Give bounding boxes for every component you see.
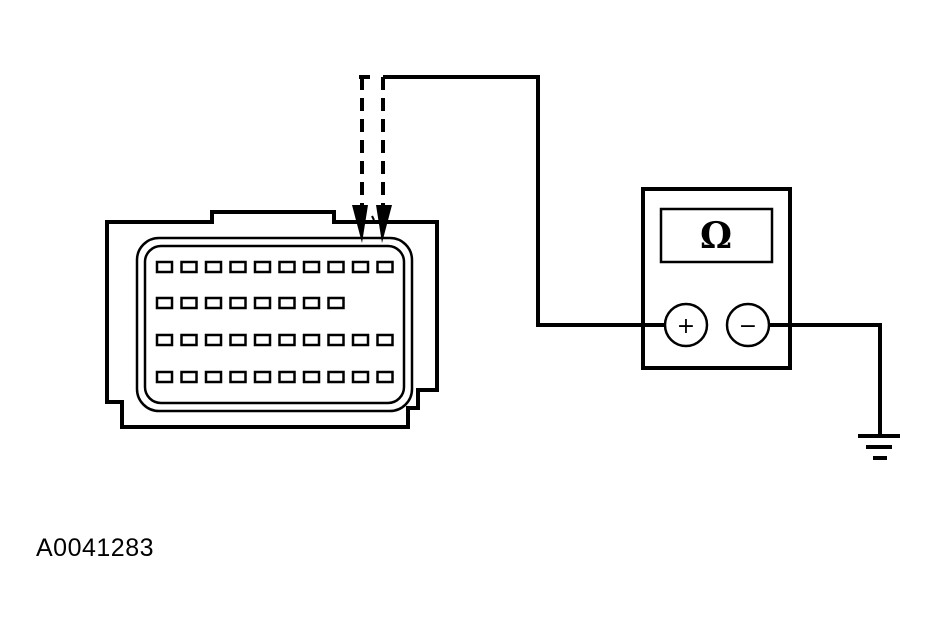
connector-pin [229, 333, 247, 347]
connector-pin [204, 370, 223, 384]
connector-pin [229, 370, 247, 384]
connector-pin [278, 370, 296, 384]
connector-pin [327, 296, 345, 310]
positive-terminal-symbol: + [677, 314, 695, 339]
connector-pin [155, 370, 174, 384]
connector-pin [204, 260, 223, 274]
connector-pin [376, 260, 394, 274]
connector-pin [327, 370, 345, 384]
connector-pin [229, 296, 247, 310]
connector-pin [327, 333, 345, 347]
connector-pin [180, 296, 198, 310]
connector-pin [376, 370, 394, 384]
ohm-symbol: Ω [700, 215, 732, 257]
connector-pin [376, 333, 394, 347]
connector-pin [351, 260, 370, 274]
figure-id: A0041283 [36, 534, 155, 562]
connector-pin [278, 260, 296, 274]
connector-pin [180, 260, 198, 274]
connector-pin [302, 370, 321, 384]
connector-pin [229, 260, 247, 274]
connector-pin [253, 333, 272, 347]
connector-pin [327, 260, 345, 274]
probe-tip-left [352, 205, 368, 243]
connector-pin [155, 260, 174, 274]
connector-pin [180, 370, 198, 384]
positive-terminal [663, 302, 709, 348]
connector-pin [253, 370, 272, 384]
ohmmeter-body [641, 187, 792, 370]
negative-terminal-symbol: − [739, 314, 757, 339]
connector-pin [278, 296, 296, 310]
connector-housing [105, 210, 439, 429]
ground-icon [858, 434, 900, 460]
test-lead-positive [383, 75, 665, 327]
connector-pin [180, 333, 198, 347]
connector-pins [155, 260, 394, 384]
probe-tip-mark [371, 215, 375, 221]
connector-pin [302, 260, 321, 274]
connector-face-inner [143, 244, 406, 405]
connector-pin [351, 333, 370, 347]
connector-pin [302, 333, 321, 347]
connector-pin [278, 333, 296, 347]
connector-pin [204, 296, 223, 310]
connector-face-outer [135, 236, 414, 413]
test-lead-negative [769, 323, 882, 436]
connector-pin [302, 296, 321, 310]
probe-tip-right [376, 205, 392, 243]
connector-pin [155, 296, 174, 310]
connector-pin [204, 333, 223, 347]
ohmmeter-display [659, 207, 774, 264]
connector-pin [253, 260, 272, 274]
connector-pin [253, 296, 272, 310]
connector-pin [155, 333, 174, 347]
connector-pin [351, 370, 370, 384]
